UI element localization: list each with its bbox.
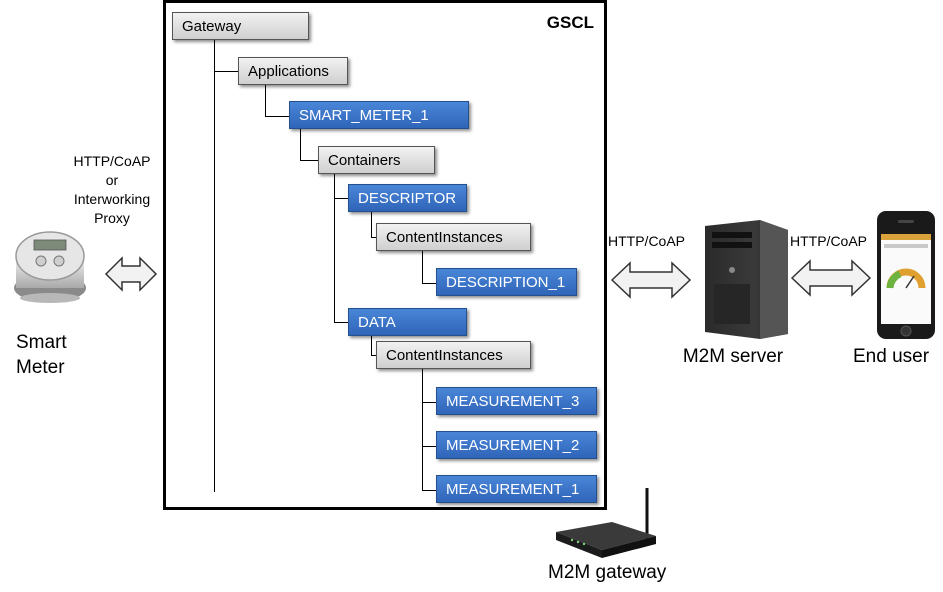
tree-line-data-v [371, 334, 372, 355]
gscl-container: GSCL [163, 0, 607, 510]
node-containers: Containers [318, 146, 435, 174]
m2m-server-label: M2M server [682, 346, 784, 367]
node-descriptor: DESCRIPTOR [348, 184, 467, 212]
tree-line-data-ci-v [422, 368, 423, 490]
tree-line-desc-ci-v [422, 250, 423, 283]
left-protocol-line1: HTTP/CoAP [73, 153, 151, 169]
router-icon [556, 488, 656, 558]
left-protocol-line4: Proxy [94, 210, 130, 226]
tree-line-measurement1 [422, 490, 436, 491]
m2m-gateway-label: M2M gateway [548, 562, 667, 583]
tree-line-containers-v [334, 173, 335, 322]
tree-line-description1 [422, 283, 436, 284]
tree-line-containers [300, 160, 318, 161]
node-data-content-instances: ContentInstances [376, 341, 531, 369]
tree-line-descriptor-v [371, 211, 372, 237]
server-protocol-label: HTTP/CoAP [608, 233, 686, 249]
node-applications: Applications [238, 57, 348, 85]
tree-line-smartmeter [265, 116, 289, 117]
node-measurement-3: MEASUREMENT_3 [436, 387, 597, 415]
double-arrow-left-icon [104, 256, 158, 292]
smartphone-icon [877, 211, 935, 339]
left-protocol-line3: Interworking [73, 191, 151, 207]
tree-line-descriptor [334, 198, 348, 199]
tree-line-data-ci [371, 355, 376, 356]
tree-line-measurement3 [422, 402, 436, 403]
server-icon [705, 220, 788, 339]
node-descriptor-content-instances: ContentInstances [376, 223, 531, 251]
smart-meter-line1: Smart [16, 332, 67, 353]
left-protocol-line2: or [105, 172, 119, 188]
tree-line-data [334, 322, 348, 323]
smart-meter-icon [14, 231, 86, 303]
tree-line-apps-v [265, 84, 266, 116]
node-measurement-1: MEASUREMENT_1 [436, 475, 597, 503]
node-smart-meter-1: SMART_METER_1 [289, 101, 469, 129]
enduser-protocol-label: HTTP/CoAP [790, 233, 868, 249]
left-protocol-label: HTTP/CoAP or Interworking Proxy [52, 152, 172, 228]
end-user-label: End user [853, 346, 930, 367]
node-measurement-2: MEASUREMENT_2 [436, 431, 597, 459]
tree-line-applications [214, 71, 238, 72]
tree-line-gateway [214, 40, 215, 492]
tree-line-desc-ci [371, 237, 376, 238]
double-arrow-middle-icon [610, 261, 692, 299]
gscl-title: GSCL [546, 13, 594, 32]
smart-meter-line2: Meter [16, 357, 65, 378]
smart-meter-label: Smart Meter [16, 330, 106, 380]
double-arrow-right-icon [790, 259, 872, 297]
node-gateway: Gateway [172, 12, 309, 40]
node-description-1: DESCRIPTION_1 [436, 268, 577, 296]
tree-line-sm-v [300, 129, 301, 160]
tree-line-measurement2 [422, 446, 436, 447]
node-data: DATA [348, 308, 467, 336]
